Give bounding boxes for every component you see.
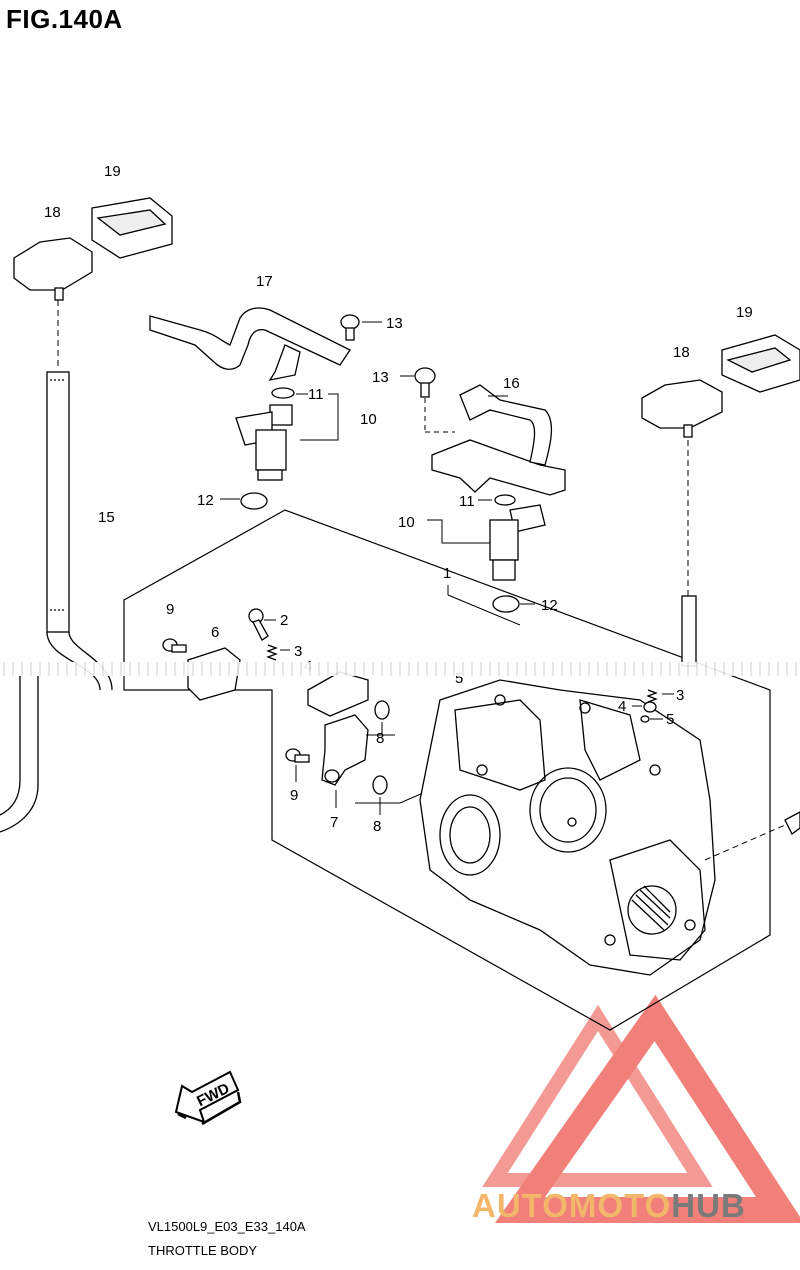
assembly-outline [123,509,771,1031]
o-ring-8b [372,775,388,795]
callout-18-right: 18 [673,344,690,361]
callout-12-left: 12 [197,492,214,509]
screw-9-upper [162,638,187,653]
figure-name: THROTTLE BODY [148,1243,258,1258]
spring-3-left [266,644,278,661]
screw-13-upper [340,314,360,341]
callout-11-left: 11 [308,386,324,403]
screw-9-lower [285,748,310,763]
sensor-18-right [641,379,723,438]
o-ring-8a [374,700,390,720]
scan-tear-line [0,662,800,676]
callout-17: 17 [256,273,273,290]
model-code: VL1500L9_E03_E33_140A [148,1219,306,1234]
sensor-upper-mount [307,671,369,717]
callout-12-right: 12 [541,597,558,614]
callout-3-right: 3 [676,687,684,704]
hose-15 [0,371,113,833]
watermark-logo-icon [482,994,800,1223]
callout-9-upper: 9 [166,601,174,618]
injector-10-right [489,494,546,581]
callout-8-upper: 8 [376,730,384,747]
callout-7: 7 [330,814,338,831]
callout-13-upper: 13 [386,315,403,332]
callout-9-lower: 9 [290,787,298,804]
washer-5-right [640,715,650,723]
callout-13-mid: 13 [372,369,389,386]
watermark-text-moto: MOTO [568,1187,672,1224]
injector-10-left [235,387,295,481]
seal-12-right [492,595,520,613]
sensor-18-left [13,237,93,301]
callout-2: 2 [280,612,288,629]
tube-stub-right [681,595,697,667]
callout-1: 1 [443,565,451,582]
watermark-text: AUTOMOTOHUB [472,1187,746,1225]
screw-13-mid [414,367,436,398]
figure-title: FIG.140A [6,4,123,34]
callout-18-left: 18 [44,204,61,221]
washer-4-right [643,701,657,713]
callout-4-right: 4 [618,698,626,715]
callout-3-left: 3 [294,643,302,660]
callout-10-right: 10 [398,514,415,531]
watermark-text-hub: HUB [671,1187,746,1224]
throttle-body-1 [419,679,716,976]
callout-16: 16 [503,375,520,392]
sensor-7 [321,714,369,786]
callout-8-lower: 8 [373,818,381,835]
coupler-cover-19-left [91,197,173,259]
screw-2 [248,608,269,641]
callout-15: 15 [98,509,115,526]
watermark-text-auto: AUTO [472,1187,569,1224]
callout-19-left: 19 [104,163,121,180]
delivery-pipe-17 [149,307,351,381]
coupler-cover-19-right [721,334,800,393]
callout-5-right: 5 [666,711,674,728]
callout-19-right: 19 [736,304,753,321]
seal-12-left [240,492,268,510]
callout-6: 6 [211,624,219,641]
callout-10-left: 10 [360,411,377,428]
hose-stub-right [784,811,800,835]
pipe-16 [431,384,566,496]
spring-3-right [646,689,658,703]
callout-11-right: 11 [459,493,475,510]
callout-5-left: 5 [455,670,463,687]
fwd-arrow-icon [174,1070,242,1126]
